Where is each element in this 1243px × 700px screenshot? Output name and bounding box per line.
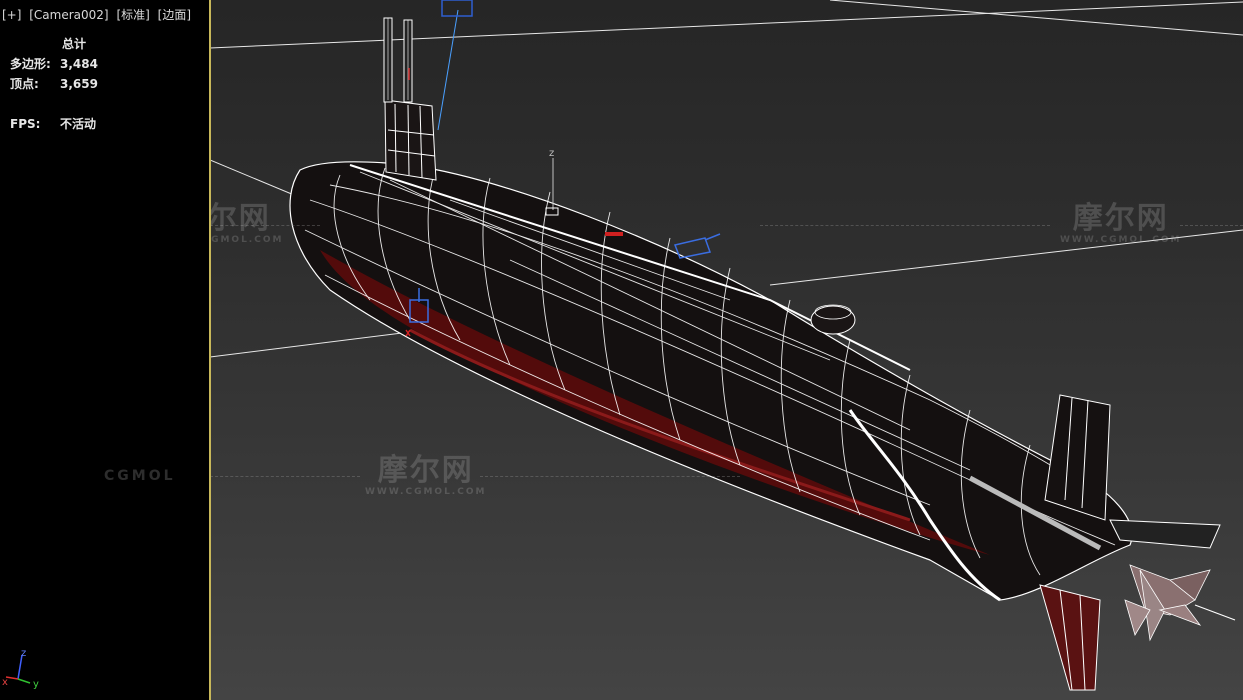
submarine-hull [289, 161, 1133, 601]
fps-label: FPS: [10, 117, 41, 131]
submarine-propeller [1124, 564, 1236, 642]
submarine-wireframe-render: z [210, 0, 1243, 691]
vertices-value: 3,659 [60, 77, 98, 91]
camera-viewport[interactable]: z 摩尔网 WWW.CGMOL.COM 摩尔网 WWW.CGMOL.COM 摩尔… [210, 0, 1243, 700]
pivot-z-label: z [549, 148, 554, 159]
axis-y-label: y [33, 679, 39, 690]
left-watermark: CGMOL [104, 468, 176, 484]
fps-value: 不活动 [60, 117, 97, 131]
watermark-line [480, 476, 740, 477]
left-info-panel: 总计 多边形: 3,484 顶点: 3,659 FPS: 不活动 CGMOL [0, 0, 210, 700]
watermark-line [210, 225, 320, 226]
watermark-url: WWW.CGMOL.COM [210, 235, 284, 245]
axis-x-label: x [2, 677, 8, 688]
submarine-sail [383, 17, 437, 181]
active-viewport-border [209, 0, 211, 700]
watermark-url: WWW.CGMOL.COM [1060, 235, 1182, 245]
polygons-label: 多边形: [10, 57, 51, 71]
stats-title: 总计 [62, 37, 87, 51]
watermark: 摩尔网 WWW.CGMOL.COM [1060, 201, 1182, 246]
watermark: 摩尔网 WWW.CGMOL.COM [365, 453, 487, 498]
axis-z-label: z [21, 648, 26, 659]
camera-guide-lines [210, 0, 1243, 358]
watermark-line [210, 476, 360, 477]
watermark-brand: 摩尔网 [377, 453, 474, 488]
helper-objects [409, 233, 721, 323]
viewport-menu-plus[interactable]: [+] [2, 8, 22, 22]
submarine-tail [968, 394, 1221, 691]
polygons-value: 3,484 [60, 57, 98, 71]
viewport-shading-menu[interactable]: [标准] [116, 8, 150, 22]
watermark-brand: 摩尔网 [1072, 201, 1169, 236]
watermark-line [1180, 225, 1243, 226]
axis-tripod-icon: z x y [2, 648, 39, 690]
viewport-camera-menu[interactable]: [Camera002] [29, 8, 109, 22]
vertices-label: 顶点: [10, 77, 39, 91]
scene-statistics: 总计 多边形: 3,484 顶点: 3,659 FPS: 不活动 [10, 34, 98, 134]
viewport-label-menu: [+] [Camera002] [标准] [边面] [2, 6, 195, 23]
watermark-line [760, 225, 1050, 226]
watermark-url: WWW.CGMOL.COM [365, 487, 487, 497]
watermark-brand: 摩尔网 [210, 201, 271, 236]
watermark: 摩尔网 WWW.CGMOL.COM [210, 201, 284, 246]
viewport-display-mode-menu[interactable]: [边面] [157, 8, 192, 22]
